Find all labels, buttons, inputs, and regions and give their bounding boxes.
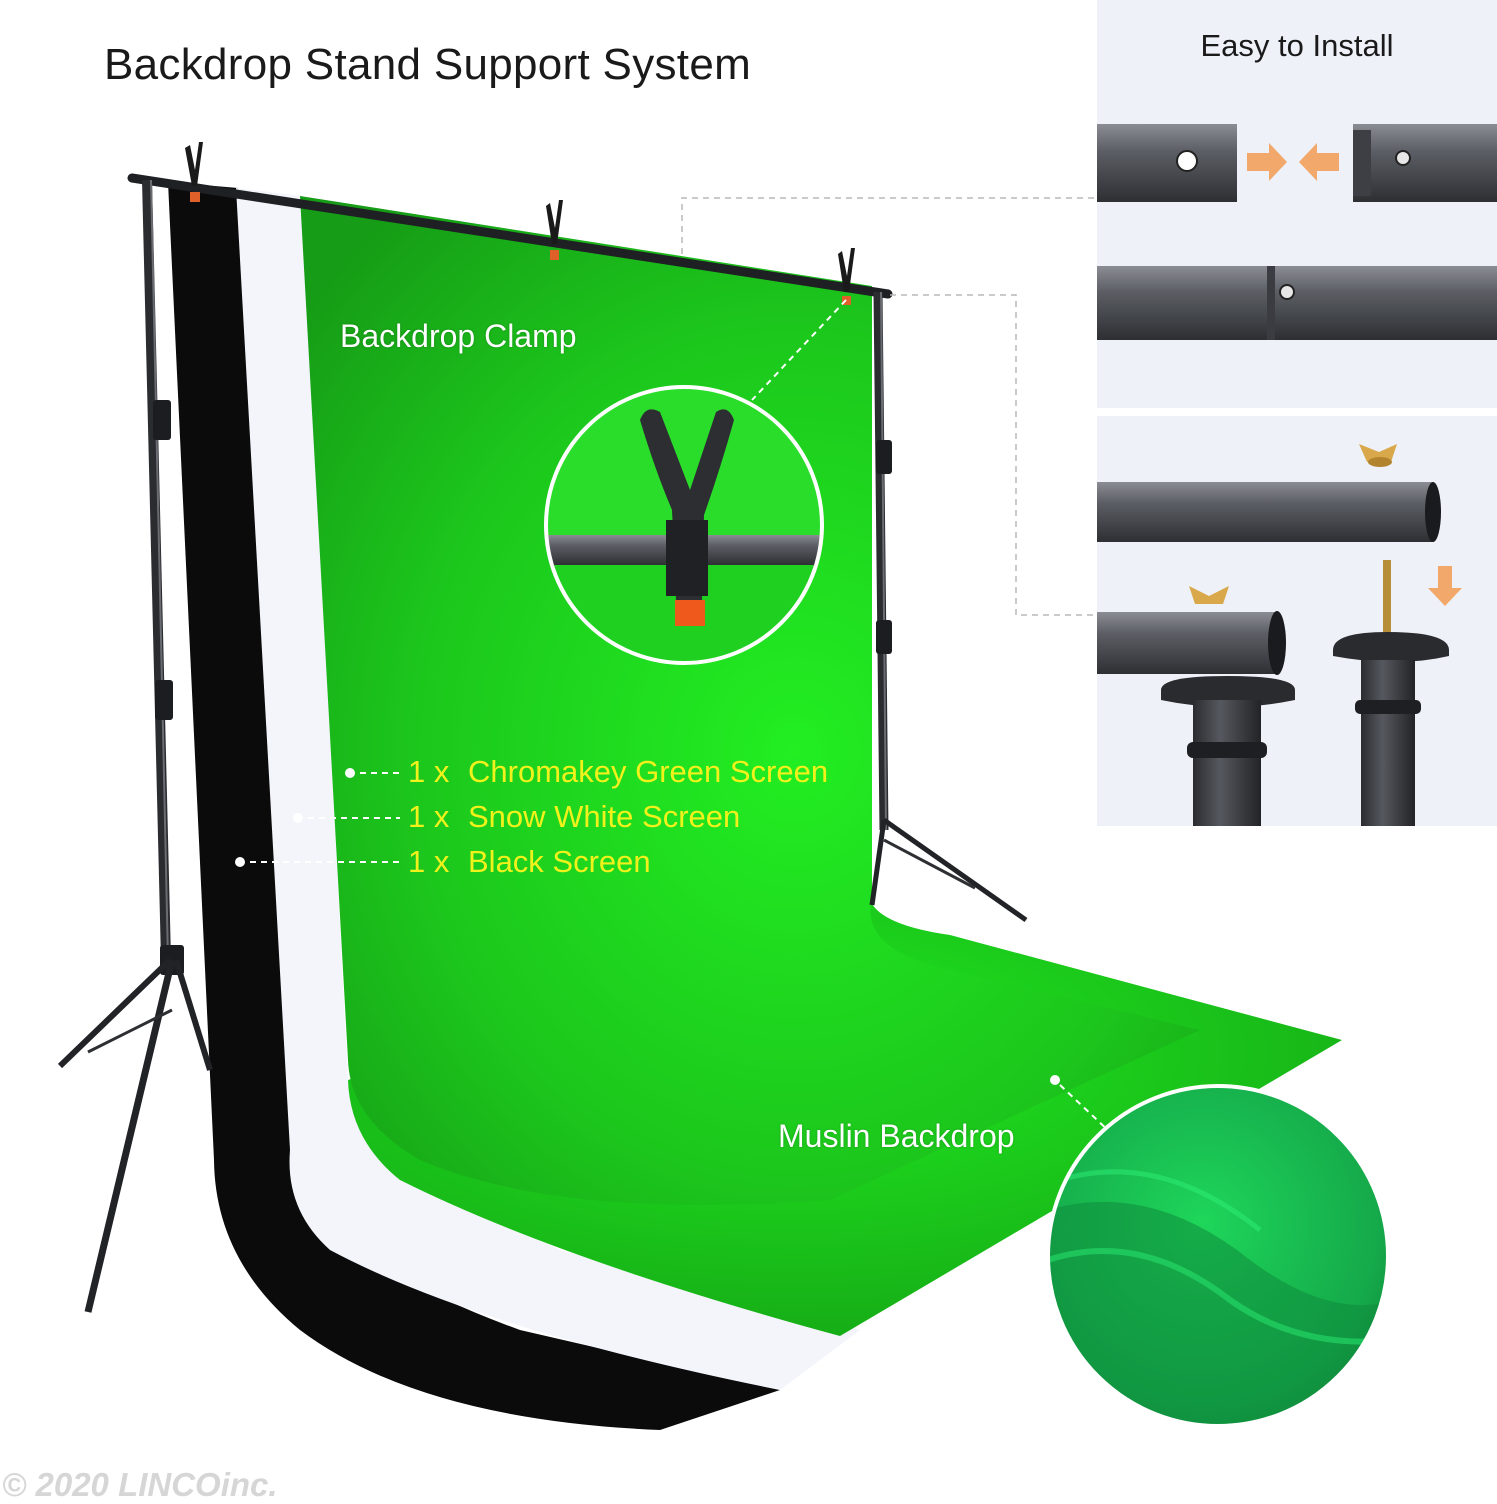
page-title: Backdrop Stand Support System — [104, 40, 752, 89]
spec-qty: 1 x — [408, 754, 450, 789]
spec-item-black: 1 x Black Screen — [408, 844, 651, 880]
green-screen — [300, 196, 1200, 1205]
wing-nut-icon — [1359, 444, 1397, 467]
black-screen — [168, 182, 780, 1430]
clamp-left-icon — [185, 142, 203, 202]
joined-tube-icon — [1097, 266, 1497, 340]
pole-top-icon — [1097, 612, 1279, 674]
arrow-left-icon — [1299, 143, 1339, 181]
clamp-detail-icon — [546, 387, 822, 663]
muslin-backdrop-label: Muslin Backdrop — [778, 1118, 1015, 1154]
spec-name: Snow White Screen — [468, 799, 741, 834]
install-panel-title: Easy to Install — [1200, 28, 1394, 63]
spec-item-white: 1 x Snow White Screen — [408, 799, 740, 835]
backdrop-clamp-label: Backdrop Clamp — [340, 318, 577, 354]
left-pole — [142, 179, 171, 961]
tube-left-icon — [1097, 124, 1237, 202]
muslin-fabric-detail-icon — [1048, 1086, 1388, 1426]
screw-post-icon — [1383, 560, 1391, 638]
crossbar — [127, 173, 893, 299]
spec-name: Chromakey Green Screen — [468, 754, 829, 789]
spec-qty: 1 x — [408, 799, 450, 834]
crossbar-end-icon — [1097, 482, 1433, 542]
arrow-down-icon — [1428, 566, 1462, 606]
spec-item-green: 1 x Chromakey Green Screen — [408, 754, 828, 790]
clamp-middle-icon — [546, 200, 563, 260]
arrow-right-icon — [1247, 143, 1287, 181]
copyright-watermark: © 2020 LINCOinc. — [2, 1466, 278, 1503]
spec-name: Black Screen — [468, 844, 651, 879]
tube-right-icon — [1353, 124, 1497, 202]
spec-qty: 1 x — [408, 844, 450, 879]
install-panel-divider — [1097, 408, 1497, 416]
white-screen — [236, 188, 860, 1390]
install-steps-illustration — [1097, 124, 1497, 826]
right-pole — [873, 291, 889, 831]
